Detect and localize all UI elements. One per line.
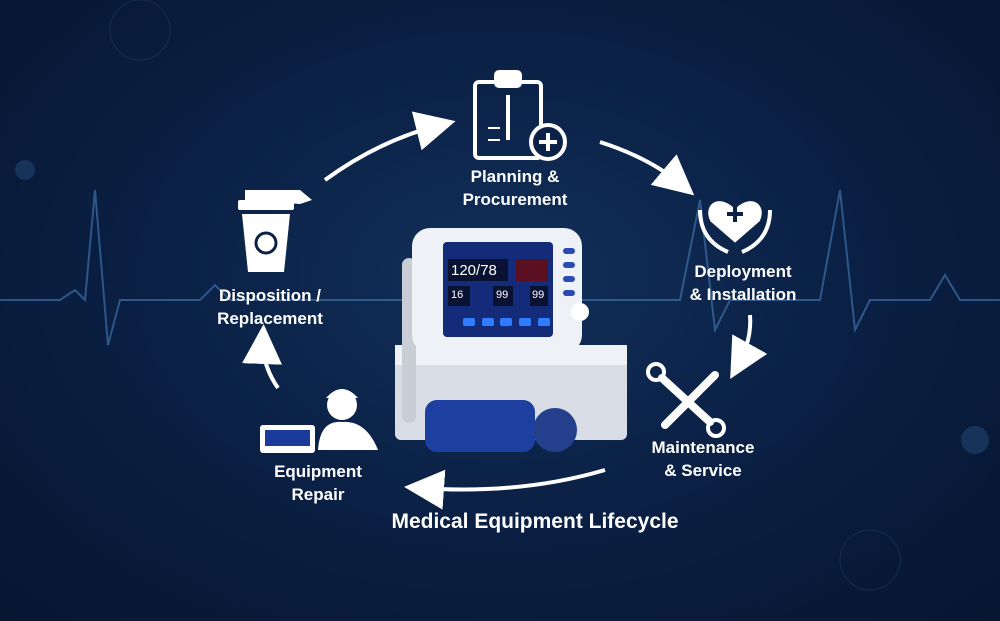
stage-maintenance: Maintenance & Service <box>628 436 778 482</box>
stage-label-line1: Disposition / <box>219 286 321 305</box>
arrow-repair-to-disposition <box>242 324 283 390</box>
bokeh-dot <box>961 426 989 454</box>
wrench-screwdriver-icon <box>646 362 726 438</box>
bokeh-ring <box>839 529 901 591</box>
recycle-bin-icon <box>238 190 312 272</box>
monitor-spo2-readout: 99 <box>496 289 509 301</box>
stage-label-line2: & Installation <box>689 285 797 304</box>
arrow-planning-to-deployment <box>599 140 695 196</box>
stage-label-line1: Equipment <box>274 462 362 481</box>
monitor-bp-readout: 120/78 <box>451 262 497 279</box>
bokeh-ring <box>109 0 171 61</box>
arrow-disposition-to-planning <box>323 111 456 182</box>
stage-label-line2: Replacement <box>217 309 323 328</box>
stage-disposition: Disposition / Replacement <box>195 284 345 330</box>
clipboard-medical-icon <box>473 70 567 161</box>
stage-label-line1: Planning & <box>470 167 560 186</box>
stage-label-line2: & Service <box>664 461 742 480</box>
stage-label-line1: Maintenance <box>651 438 755 457</box>
stage-label-line1: Deployment <box>694 262 792 281</box>
arrow-deployment-to-maintenance <box>730 314 768 379</box>
monitor-resp-readout: 99 <box>532 289 545 301</box>
bokeh-dot <box>15 160 35 180</box>
patient-monitor-image <box>395 228 627 452</box>
ecg-line-background <box>0 189 1000 346</box>
heart-in-hands-icon <box>698 201 772 254</box>
monitor-hr-readout: 16 <box>451 289 464 301</box>
arrow-maintenance-to-repair <box>404 468 606 510</box>
stage-label-line2: Repair <box>291 485 345 504</box>
stage-repair: Equipment Repair <box>253 460 383 506</box>
stage-deployment: Deployment & Installation <box>668 260 818 306</box>
stage-label-line2: Procurement <box>462 190 568 209</box>
diagram-title: Medical Equipment Lifecycle <box>391 510 679 533</box>
technician-icon <box>260 389 378 453</box>
stage-planning: Planning & Procurement <box>445 165 585 211</box>
